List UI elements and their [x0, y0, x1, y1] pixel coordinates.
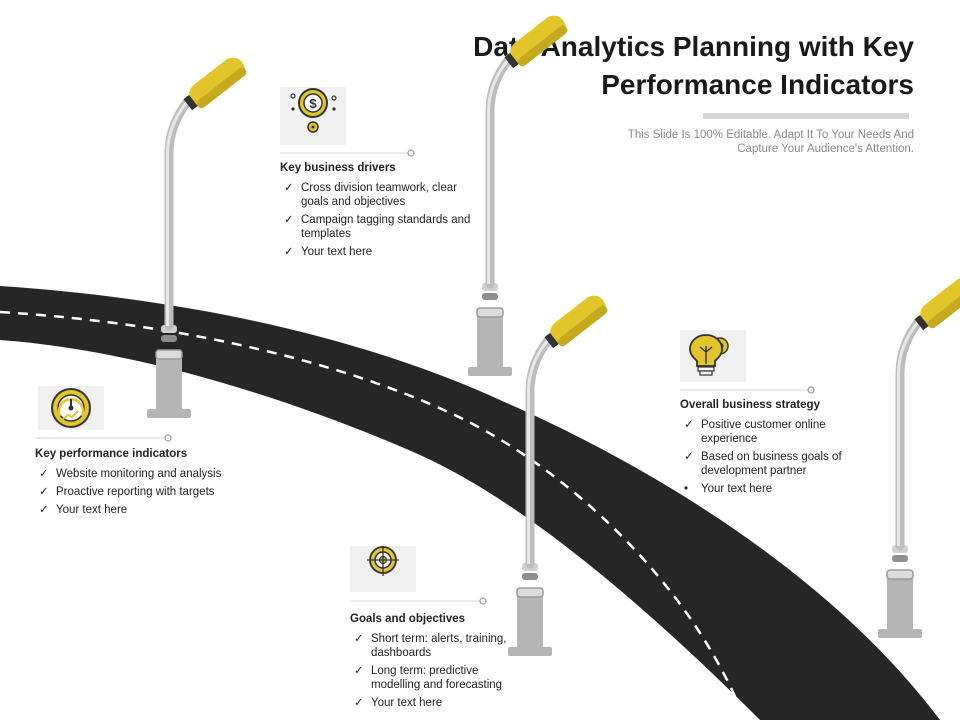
check-icon: ✓ — [39, 468, 49, 480]
check-icon: ✓ — [39, 504, 49, 516]
bullet-list: ✓Positive customer online experience ✓Ba… — [680, 418, 855, 496]
check-icon: ✓ — [284, 214, 294, 226]
page-subtitle: This Slide Is 100% Editable. Adapt It To… — [627, 129, 914, 155]
section-goals: Goals and objectives ✓Short term: alerts… — [350, 612, 525, 714]
gauge-icon — [51, 388, 91, 428]
check-icon: ✓ — [39, 486, 49, 498]
bullet-icon: • — [684, 483, 689, 495]
list-item: ✓Cross division teamwork, clear goals an… — [284, 182, 457, 208]
section-drivers: Key business drivers ✓Cross division tea… — [280, 161, 480, 263]
check-icon: ✓ — [354, 633, 364, 645]
section-heading: Key performance indicators — [35, 448, 188, 460]
list-item: •Your text here — [684, 483, 773, 495]
kpi-icon-box — [38, 386, 104, 430]
list-item: ✓Short term: alerts, training, dashboard… — [354, 633, 507, 659]
list-item: ✓Campaign tagging standards and template… — [284, 214, 471, 240]
connector-dot — [807, 386, 815, 394]
check-icon: ✓ — [684, 451, 694, 463]
section-kpi: Key performance indicators ✓Website moni… — [35, 447, 265, 521]
target-icon — [367, 546, 399, 576]
section-heading: Overall business strategy — [680, 399, 820, 411]
svg-text:$: $ — [309, 96, 317, 111]
goals-icon-box — [350, 546, 416, 592]
connector-dot — [479, 597, 487, 605]
bullet-list: ✓Website monitoring and analysis ✓Proact… — [35, 467, 265, 517]
section-heading: Goals and objectives — [350, 613, 466, 625]
check-icon: ✓ — [354, 697, 364, 709]
check-icon: ✓ — [284, 182, 294, 194]
drivers-icon-box: $ — [280, 87, 346, 145]
section-heading: Key business drivers — [280, 162, 396, 174]
list-item: ✓Website monitoring and analysis — [39, 468, 222, 480]
check-icon: ✓ — [284, 246, 294, 258]
strategy-icon-box — [680, 330, 746, 382]
check-icon: ✓ — [354, 665, 364, 677]
list-item: ✓Your text here — [354, 697, 443, 709]
title-underline — [703, 113, 909, 119]
dollar-coin-icon: $ — [290, 88, 337, 133]
lightbulb-gear-icon — [689, 334, 729, 376]
list-item: ✓Your text here — [284, 246, 373, 258]
bullet-list: ✓Short term: alerts, training, dashboard… — [350, 632, 525, 710]
bullet-list: ✓Cross division teamwork, clear goals an… — [280, 181, 480, 259]
list-item: ✓Your text here — [39, 504, 128, 516]
list-item: ✓Based on business goals of development … — [684, 451, 842, 477]
connector-lines — [35, 152, 808, 602]
list-item: ✓Proactive reporting with targets — [39, 486, 215, 498]
street-lamp — [468, 11, 571, 376]
check-icon: ✓ — [684, 419, 694, 431]
connector-dot — [164, 434, 172, 442]
connector-dot — [407, 149, 415, 157]
list-item: ✓Long term: predictive modelling and for… — [354, 665, 503, 691]
street-lamp — [878, 273, 960, 638]
section-strategy: Overall business strategy ✓Positive cust… — [680, 398, 855, 500]
road — [0, 286, 940, 720]
list-item: ✓Positive customer online experience — [684, 419, 826, 445]
page-title: Data Analytics Planning with Key Perform… — [473, 31, 914, 100]
